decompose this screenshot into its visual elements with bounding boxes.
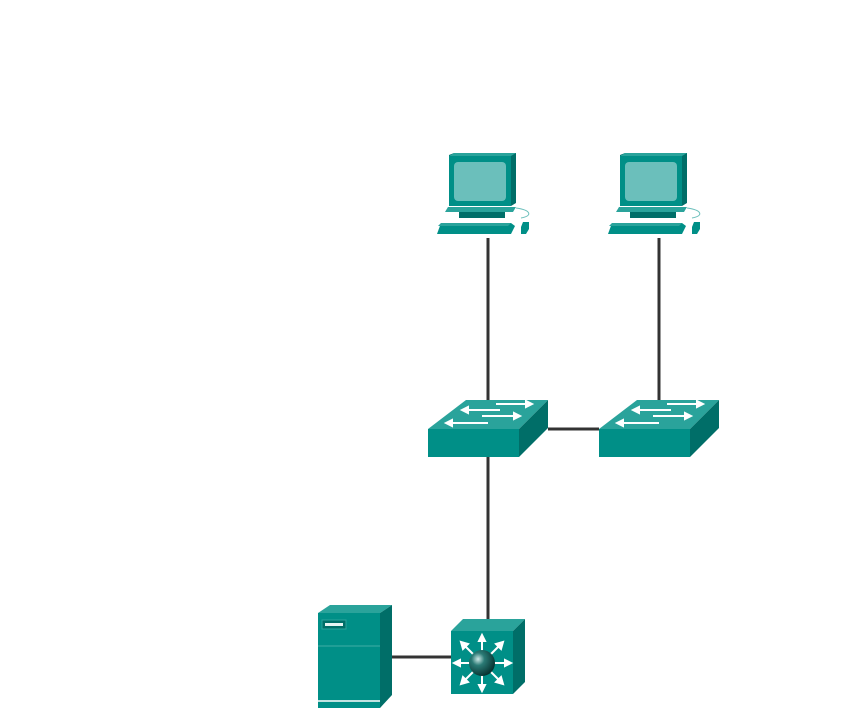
switch-icon[interactable] — [598, 399, 720, 458]
multilayer-switch-icon[interactable] — [451, 619, 525, 694]
pc-icon[interactable] — [607, 152, 701, 235]
server-icon[interactable] — [318, 605, 392, 708]
switch-icon[interactable] — [427, 399, 549, 458]
pc-icon[interactable] — [436, 152, 530, 235]
